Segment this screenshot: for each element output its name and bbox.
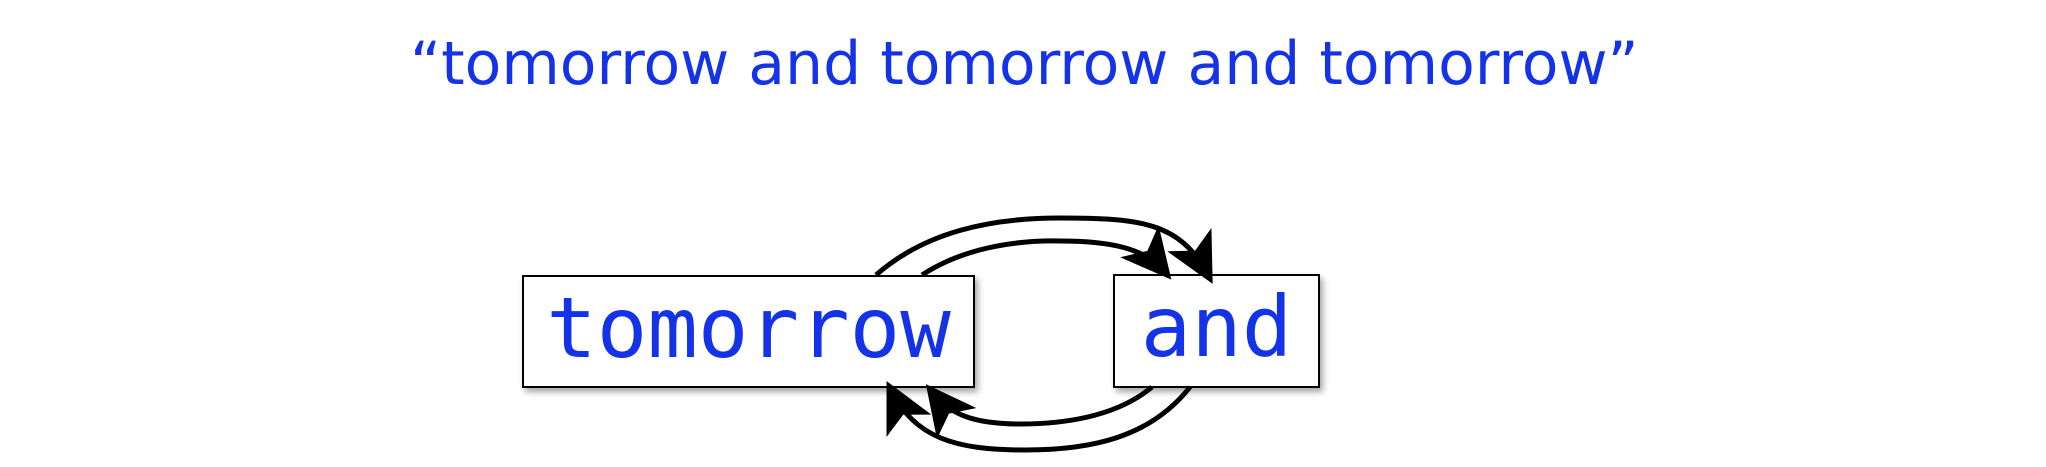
node-and: and xyxy=(1113,274,1320,388)
node-and-label: and xyxy=(1140,278,1293,376)
edge-tomorrow-to-and-outer xyxy=(874,215,1213,284)
edge-tomorrow-to-and-inner xyxy=(920,225,1172,280)
node-tomorrow: tomorrow xyxy=(522,275,975,388)
node-tomorrow-label: tomorrow xyxy=(546,278,951,377)
quote-text: “tomorrow and tomorrow and tomorrow” xyxy=(410,29,1639,99)
edge-and-to-tomorrow-inner xyxy=(925,384,1154,439)
edge-and-to-tomorrow-outer xyxy=(886,381,1192,453)
